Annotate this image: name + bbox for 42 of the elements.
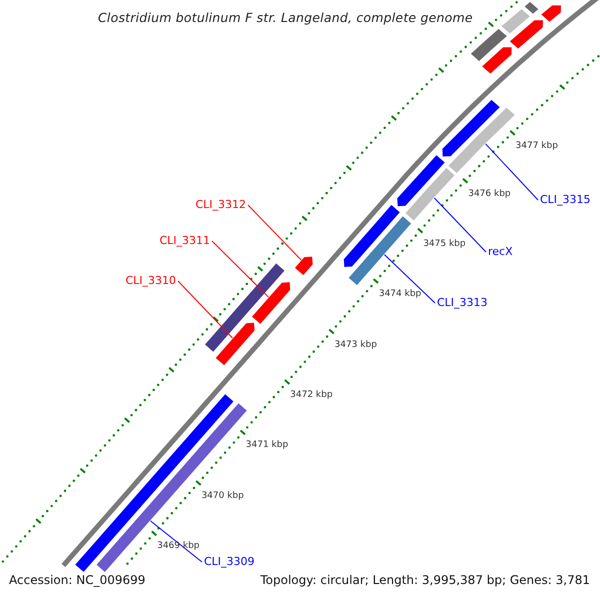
gene-feature xyxy=(250,281,292,326)
diagram-title: Clostridium botulinum F str. Langeland, complete genome xyxy=(98,9,473,27)
tick-label: 3470 kbp xyxy=(201,490,244,502)
leader-line xyxy=(150,520,202,562)
gene-feature xyxy=(508,19,544,50)
tick-label: 3471 kbp xyxy=(246,440,288,452)
tick-label: 3476 kbp xyxy=(468,188,511,200)
gene-feature xyxy=(469,28,508,62)
gene-label: CLI_3309 xyxy=(204,555,255,569)
leader-line xyxy=(384,254,436,304)
leader-line xyxy=(434,198,486,252)
gene-label: CLI_3315 xyxy=(540,193,591,207)
gene-feature xyxy=(540,4,562,24)
gene-label: CLI_3312 xyxy=(195,198,246,212)
gene-feature xyxy=(342,204,402,268)
gene-feature xyxy=(446,106,516,174)
tick-label: 3473 kbp xyxy=(334,340,377,351)
tick-label: 3474 kbp xyxy=(378,289,422,300)
tick-label: 3475 kbp xyxy=(423,238,466,250)
leader-line xyxy=(212,240,269,298)
tick-label: 3477 kbp xyxy=(516,140,558,152)
gene-feature xyxy=(441,98,502,158)
gene-feature xyxy=(347,214,412,286)
leader-line xyxy=(178,280,234,339)
gene-feature xyxy=(523,0,540,16)
gene-feature xyxy=(214,322,256,367)
gene-feature xyxy=(480,46,513,75)
leader-line xyxy=(485,143,538,200)
gene-label: CLI_3310 xyxy=(125,274,176,288)
leader-line xyxy=(248,204,302,261)
gene-label: CLI_3313 xyxy=(437,296,488,310)
accession-note: Accession: NC_009699 xyxy=(8,572,146,588)
gene-label: recX xyxy=(488,245,513,259)
gene-feature xyxy=(294,256,314,276)
tick-label: 3469 kbp xyxy=(157,541,200,552)
gene-feature xyxy=(404,166,456,222)
gene-label: CLI_3311 xyxy=(159,234,210,248)
gene-feature xyxy=(500,8,532,35)
genome-summary: Topology: circular; Length: 3,995,387 bp; Genes: 3,781 xyxy=(259,572,591,588)
tick-label: 3472 kbp xyxy=(290,390,333,401)
gene-feature xyxy=(396,154,446,208)
gene-feature xyxy=(204,262,286,354)
